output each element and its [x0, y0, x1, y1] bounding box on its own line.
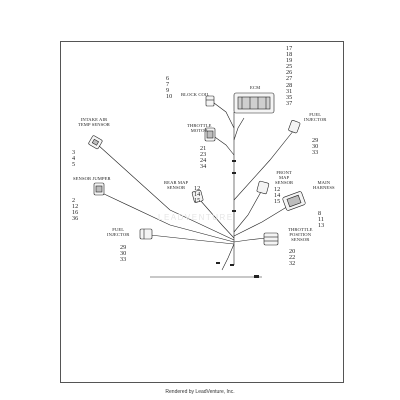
block-coil-connector — [205, 95, 215, 107]
throttle-motor-connector — [204, 127, 216, 142]
branch-rear-map — [199, 199, 235, 239]
branch-fuel-injector-right — [233, 129, 295, 201]
branch-block-coil — [209, 99, 235, 129]
terminal-ring — [254, 275, 259, 278]
throttle-position-label: THROTTLE POSITION SENSOR — [288, 227, 313, 243]
cable-tie-3 — [232, 210, 236, 212]
harness-tail — [221, 243, 235, 271]
intake-air-temp-label: INTAKE AIR TEMP SENSOR — [78, 117, 110, 128]
fuel-injector-left-connector — [139, 228, 153, 240]
main-harness-pins: 8 11 13 — [318, 210, 325, 230]
branch-intake-air-temp — [97, 144, 235, 241]
throttle-position-pins: 20 22 32 — [289, 248, 296, 268]
cable-tie-4 — [216, 262, 220, 264]
intake-air-temp-connector — [88, 135, 103, 150]
front-map-connector — [256, 180, 270, 195]
rear-map-label: REAR MAP SENSOR — [164, 180, 189, 191]
fuel-injector-left-label: FUEL INJECTOR — [107, 227, 130, 238]
fuel-injector-right-connector — [288, 120, 301, 134]
main-harness-connector — [282, 191, 306, 211]
fuel-injector-left-pins: 29 30 33 — [120, 244, 127, 264]
footer-credit: Rendered by LeadVenture, Inc. — [165, 389, 235, 395]
cable-tie-5 — [230, 264, 234, 266]
branch-front-map — [233, 189, 263, 233]
branch-fuel-injector-left — [149, 234, 235, 245]
branch-throttle-position — [233, 237, 267, 243]
front-map-pins: 12 14 15 — [274, 186, 281, 206]
sensor-jumper-pins: 2 12 16 36 — [72, 197, 79, 223]
throttle-motor-label: THROTTLE MOTOR — [187, 123, 212, 134]
ecm-pins: 17 18 19 25 26 27 28 31 35 37 — [286, 45, 293, 107]
sensor-jumper-connector — [93, 182, 105, 196]
ecm-label: ECM — [250, 85, 261, 90]
diagram-frame — [60, 41, 344, 383]
cable-tie-2 — [232, 172, 236, 174]
branch-sensor-jumper — [101, 192, 235, 243]
watermark: LEADVENTURE — [158, 213, 234, 222]
fuel-injector-right-label: FUEL INJECTOR — [304, 112, 327, 123]
rear-map-pins: 12 14 15 — [194, 185, 201, 205]
sensor-jumper-label: SENSOR JUMPER — [73, 176, 111, 181]
branch-throttle-motor — [211, 134, 235, 156]
intake-air-temp-pins: 3 4 5 — [72, 149, 76, 169]
throttle-position-connector — [263, 232, 279, 246]
cable-tie-1 — [232, 160, 236, 162]
fuel-injector-right-pins: 29 30 33 — [312, 137, 319, 157]
branch-ecm — [233, 117, 245, 141]
block-coil-pins: 6 7 9 10 — [166, 75, 173, 101]
ecm-connector — [233, 92, 275, 114]
rear-map-connector — [191, 189, 204, 203]
block-coil-label: BLOCK COIL — [181, 92, 210, 97]
throttle-motor-pins: 21 23 24 34 — [200, 145, 207, 171]
main-harness-label: MAIN HARNESS — [313, 180, 335, 191]
front-map-label: FRONT MAP SENSOR — [275, 170, 294, 186]
branch-main-harness — [233, 204, 291, 237]
